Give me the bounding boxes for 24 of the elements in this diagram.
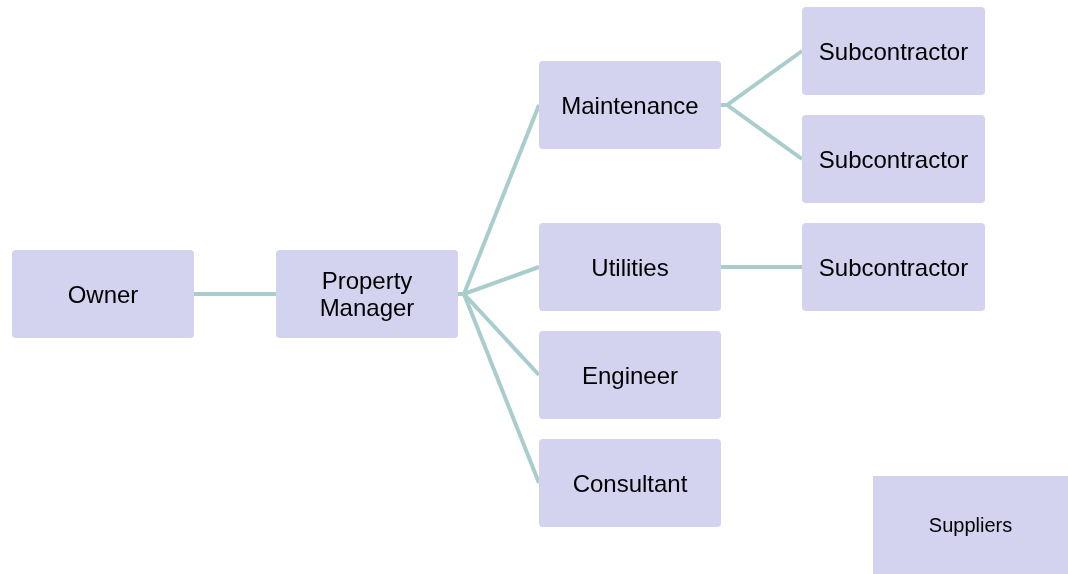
node-label: Suppliers: [928, 512, 1013, 538]
org-box: [539, 223, 721, 311]
node-label: Subcontractor: [818, 37, 969, 65]
node-label: Subcontractor: [818, 145, 969, 173]
org-box: [539, 439, 721, 527]
org-box: [539, 331, 721, 419]
org-box: [539, 61, 721, 149]
org-box: [12, 250, 194, 338]
org-box: [276, 250, 458, 338]
node-label: Consultant: [572, 469, 688, 497]
connector-line: [458, 292, 541, 484]
connector-line: [721, 103, 804, 161]
org-box: [802, 223, 985, 311]
connector-line: [194, 292, 276, 296]
org-box: [802, 7, 985, 95]
org-box: [873, 476, 1068, 574]
node-label: Maintenance: [561, 91, 699, 119]
node-label: Subcontractor: [818, 253, 969, 281]
node-label: Engineer: [581, 361, 679, 389]
connector-line: [721, 265, 802, 269]
node-label: Owner: [67, 280, 139, 308]
node-label: Utilities: [591, 253, 669, 281]
node-label: Property Manager: [318, 267, 416, 321]
org-box: [802, 115, 985, 203]
